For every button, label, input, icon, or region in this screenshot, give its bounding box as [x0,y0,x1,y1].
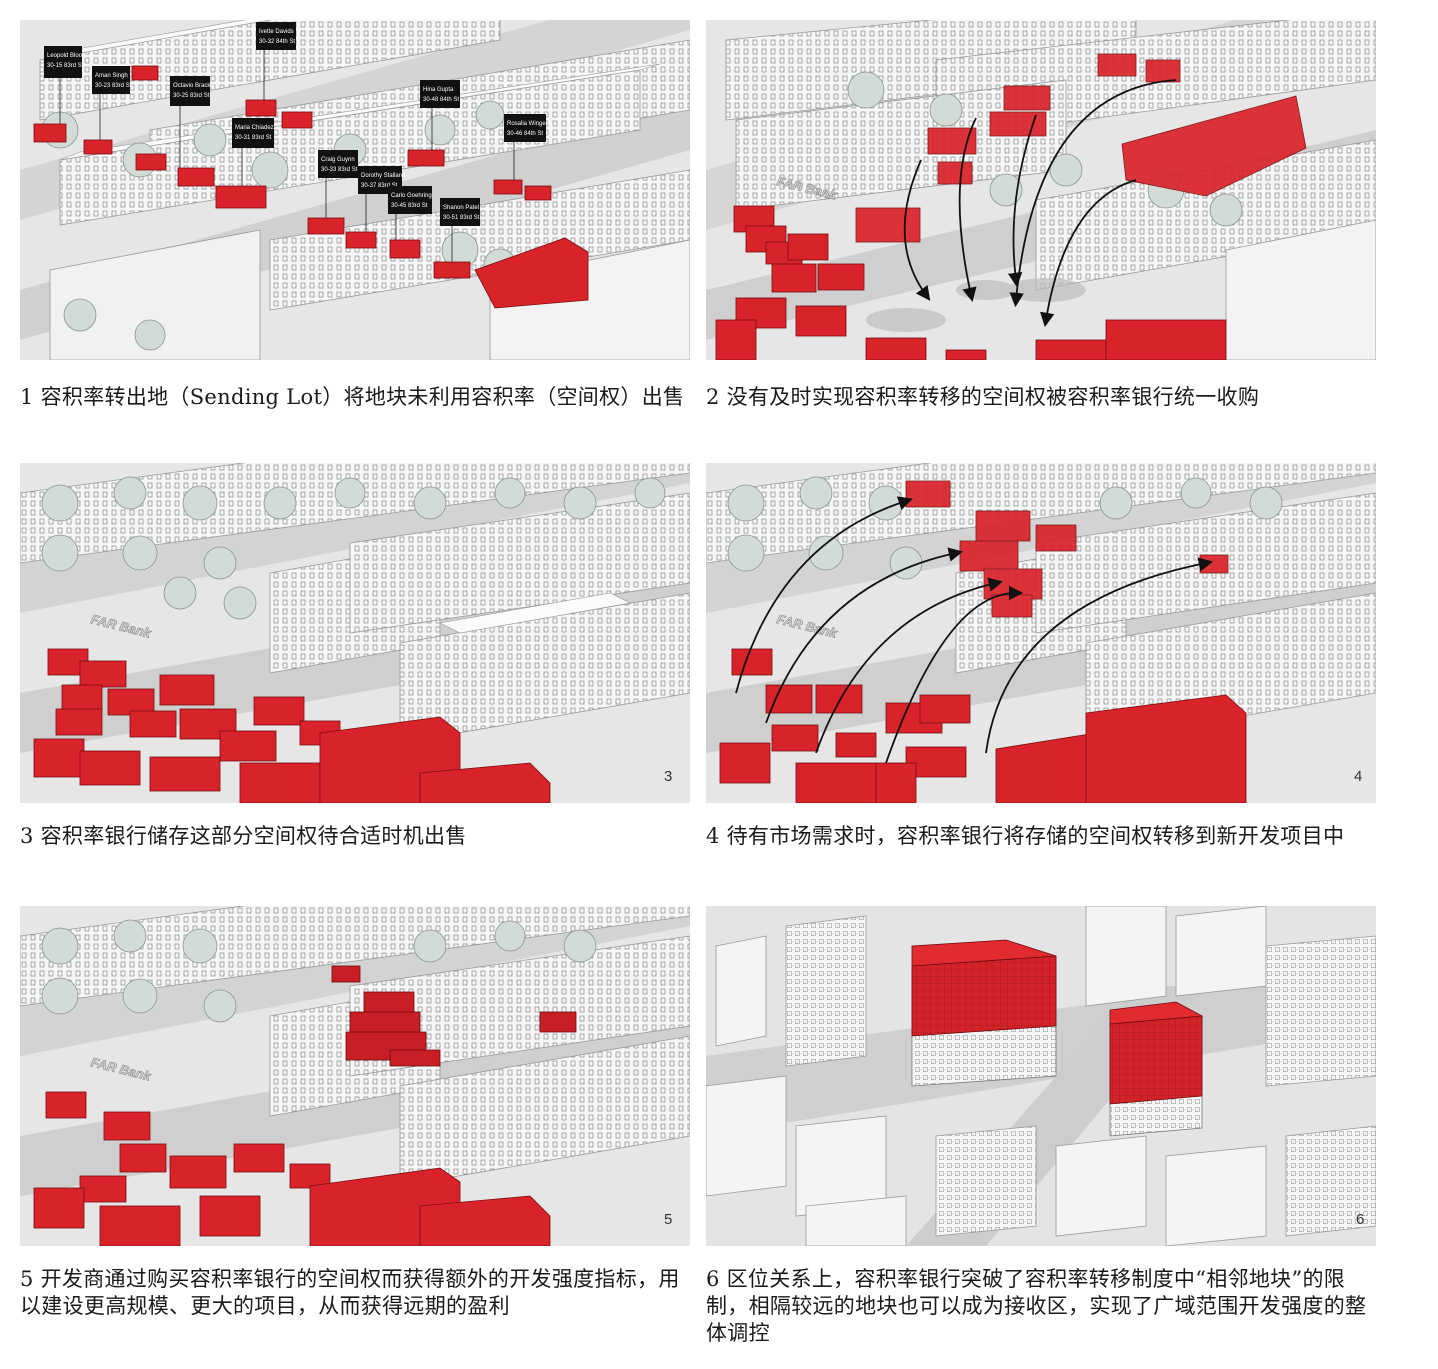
receiving-tower-1 [911,939,1057,1087]
panel-4-caption: 4 待有市场需求时，容积率银行将存储的空间权转移到新开发项目中 [706,824,1345,848]
owner-tag: Aman Singh 30-23 83rd St [92,66,132,140]
svg-text:30-46 84th St: 30-46 84th St [507,131,543,137]
panel-6-illustration: 6 [706,906,1376,1246]
svg-text:Rosalia Wingert: Rosalia Wingert [507,121,550,127]
panel-6-receiving-district: 6 [706,906,1376,1246]
svg-text:30-37 83rd St: 30-37 83rd St [361,183,398,189]
sending-lot-air-rights [33,65,589,309]
owner-tag: Ivette Davids 30-32 84th St [256,22,296,100]
svg-text:Dorothy Stalland: Dorothy Stalland [361,173,405,179]
panel-number: 3 [664,768,672,785]
panel-3-illustration: FAR Bank 3 [20,463,690,803]
receiving-tower-2 [1109,1001,1204,1137]
svg-text:30-15 83rd St: 30-15 83rd St [47,63,84,69]
transfer-arrows [903,79,1177,328]
svg-text:Shanon Patel: Shanon Patel [443,205,479,211]
owner-tag: Hina Gupta 30-48 84th St [420,80,460,150]
svg-text:30-25 83rd St: 30-25 83rd St [173,93,210,99]
panel-5-illustration: FAR Bank 5 [20,906,690,1246]
panel-4-bank-transfer: FAR Bank 4 [706,463,1376,803]
lot-shadows [866,278,1086,332]
owner-tag: Maria Chiadez 30-31 83rd St [232,118,274,186]
panel-4-illustration: FAR Bank 4 [706,463,1376,803]
far-bank-stock [33,1091,551,1246]
air-rights-in-transit [855,53,1307,243]
city-blocks [706,906,1376,1246]
panel-3-bank-storage: FAR Bank 3 [20,463,690,803]
panel-6-caption: 6 区位关系上，容积率银行突破了容积率转移制度中“相邻地块”的限制，相隔较远的地… [706,1267,1367,1345]
svg-text:30-48 84th St: 30-48 84th St [423,97,459,103]
owner-tag: Shanon Patel 30-51 83rd St [440,198,480,262]
street-trees [727,476,1283,580]
owner-tags: Leopold Bloom 30-15 83rd St Aman Singh 30-… [44,22,550,262]
far-bank-stock [33,648,551,803]
owner-tag: Rosalia Wingert 30-46 84th St [504,114,550,180]
svg-text:Leopold Bloom: Leopold Bloom [47,53,87,59]
panel-2-illustration: FAR Bank [706,20,1376,360]
transfer-arrows [735,496,1214,764]
svg-text:30-32 84th St: 30-32 84th St [259,39,295,45]
far-bank-stock [719,648,1247,803]
svg-text:Hina Gupta: Hina Gupta [423,87,454,93]
svg-text:Carlo Goehring: Carlo Goehring [391,193,432,199]
owner-tag: Craig Guynn 30-33 83rd St [318,150,358,218]
panel-2-bank-purchase: FAR Bank [706,20,1376,360]
svg-text:30-51 83rd St: 30-51 83rd St [443,215,480,221]
receiving-project-massing [331,965,577,1067]
svg-text:30-23 83rd St: 30-23 83rd St [95,83,132,89]
panel-1-sending-lots: Leopold Bloom 30-15 83rd St Aman Singh 30-… [20,20,690,360]
street-trees [41,476,666,620]
owner-tag: Leopold Bloom 30-15 83rd St [44,46,87,124]
owner-tag: Octavio Bracklin 30-25 83rd St [170,76,216,168]
owner-tag: Carlo Goehring 30-45 83rd St [388,186,432,240]
svg-text:Craig Guynn: Craig Guynn [321,157,355,163]
panel-number: 5 [664,1211,672,1228]
panel-3-caption: 3 容积率银行储存这部分空间权待合适时机出售 [20,824,467,848]
svg-text:Maria Chiadez: Maria Chiadez [235,125,274,131]
panel-5-developer-purchase: FAR Bank 5 [20,906,690,1246]
panel-1-illustration: Leopold Bloom 30-15 83rd St Aman Singh 30-… [20,20,690,360]
panel-number: 4 [1354,768,1362,785]
svg-text:Aman Singh: Aman Singh [95,73,128,79]
panel-number: 6 [1356,1211,1364,1228]
svg-text:30-45 83rd St: 30-45 83rd St [391,203,428,209]
svg-text:Ivette Davids: Ivette Davids [259,29,294,35]
street-trees [41,919,597,1023]
svg-text:30-33 83rd St: 30-33 83rd St [321,167,358,173]
panel-2-caption: 2 没有及时实现容积率转移的空间权被容积率银行统一收购 [706,385,1260,409]
svg-text:30-31 83rd St: 30-31 83rd St [235,135,272,141]
far-bank-stock [715,205,1227,360]
svg-text:Octavio Bracklin: Octavio Bracklin [173,83,216,89]
panel-5-caption: 5 开发商通过购买容积率银行的空间权而获得额外的开发强度指标，用以建设更高规模、… [20,1267,680,1318]
panel-1-caption: 1 容积率转出地（Sending Lot）将地块未利用容积率（空间权）出售 [20,385,685,409]
